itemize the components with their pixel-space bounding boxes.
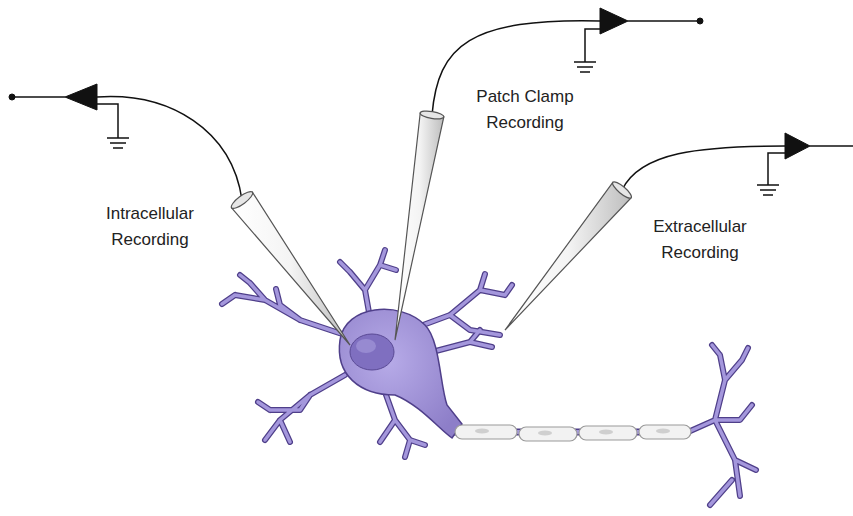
myelin-sheath <box>455 425 691 441</box>
nucleus-highlight <box>356 339 376 353</box>
nucleus <box>350 334 394 370</box>
ground-symbols <box>97 29 785 195</box>
method-label: Intracellular Recording <box>85 201 215 252</box>
pipettes <box>229 110 633 345</box>
method-label: Patch Clamp Recording <box>460 84 590 135</box>
method-label: Extracellular Recording <box>635 214 765 265</box>
amplifier-symbols <box>9 8 853 159</box>
cell-body <box>339 309 462 438</box>
electrode-wires <box>97 21 785 200</box>
